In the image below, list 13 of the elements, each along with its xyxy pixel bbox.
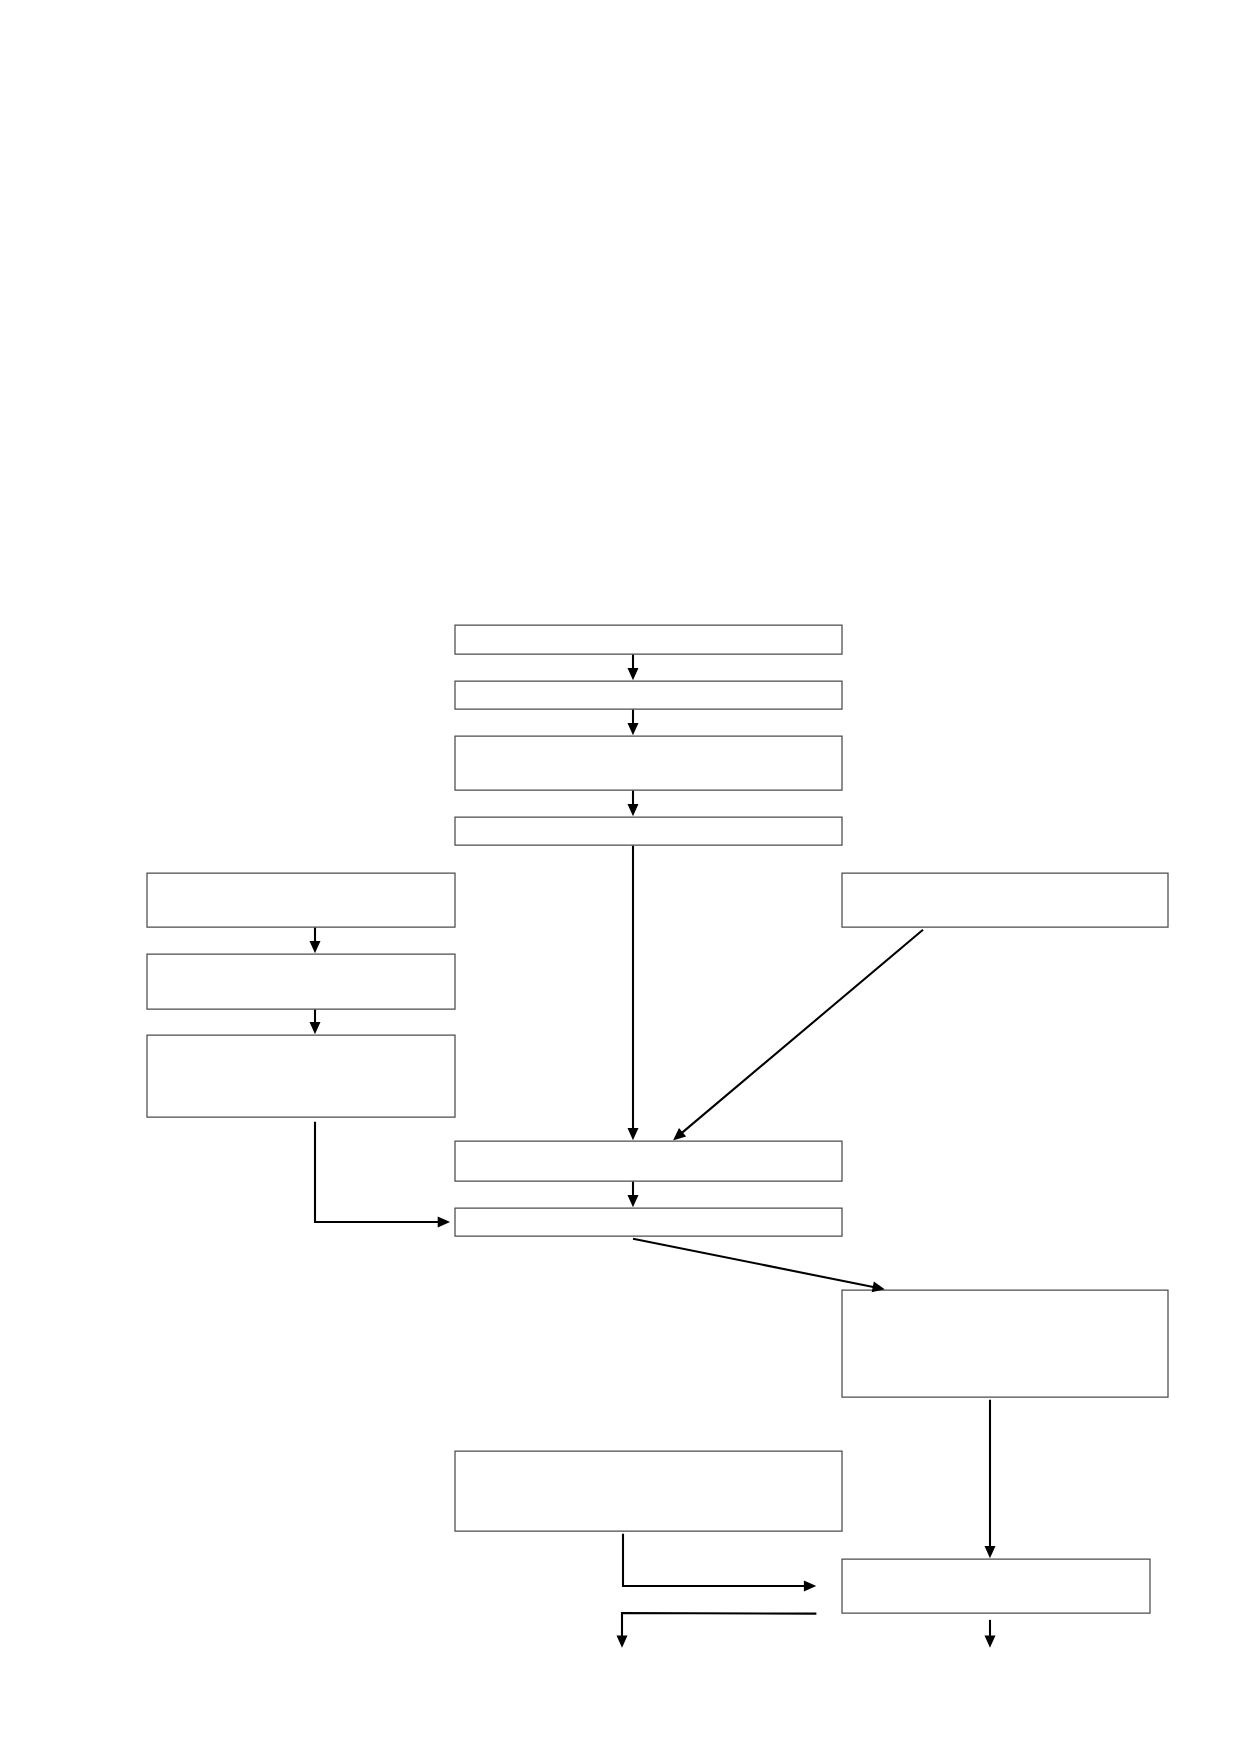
process-box <box>454 624 843 655</box>
process-box <box>454 816 843 846</box>
process-box <box>454 680 843 710</box>
process-box <box>146 1034 456 1118</box>
process-box <box>146 872 456 928</box>
process-box <box>454 1207 843 1237</box>
process-box <box>841 1558 1151 1614</box>
process-box <box>841 1289 1169 1398</box>
process-box <box>454 1450 843 1532</box>
process-box <box>841 872 1169 928</box>
process-box <box>454 735 843 791</box>
process-box <box>146 953 456 1010</box>
process-box <box>454 1140 843 1182</box>
